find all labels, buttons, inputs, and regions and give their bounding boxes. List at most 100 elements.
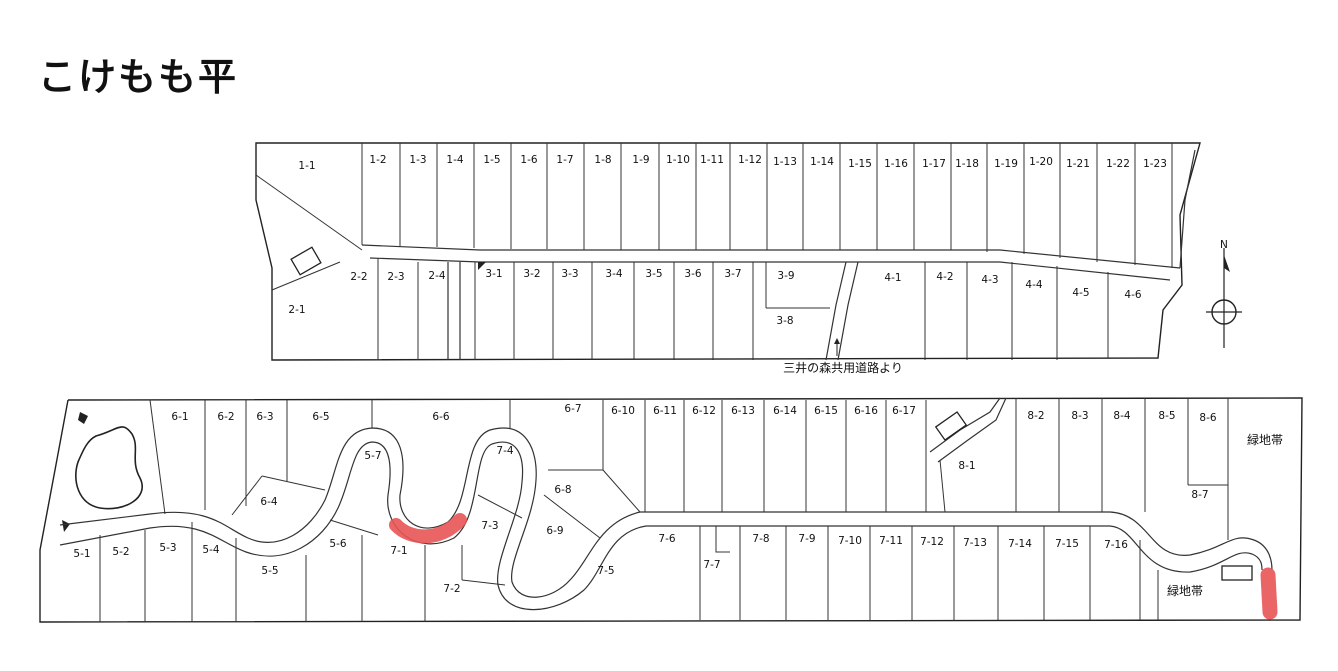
lot-label-2-3: 2-3: [387, 271, 404, 283]
lot-label-5-6: 5-6: [329, 538, 346, 550]
lot-label-4-5: 4-5: [1072, 287, 1089, 299]
lot-label-1-1: 1-1: [298, 160, 315, 172]
lot-label-4-1: 4-1: [884, 272, 901, 284]
lower-road: [59, 397, 1273, 611]
lot-label-1-6: 1-6: [520, 154, 537, 166]
lot-label-7-8: 7-8: [752, 533, 769, 545]
lot-label-7-1: 7-1: [390, 545, 407, 557]
north-label: N: [1220, 239, 1228, 251]
lower-block-outline: [39, 397, 1303, 623]
lot-label-3-6: 3-6: [684, 268, 701, 280]
upper-lot-lines: [255, 143, 1173, 360]
lot-label-3-2: 3-2: [523, 268, 540, 280]
lot-label-6-9: 6-9: [546, 525, 563, 537]
lot-label-6-6: 6-6: [432, 411, 449, 423]
highlighted-road-segments: [389, 513, 1278, 620]
lot-label-6-17: 6-17: [892, 405, 916, 417]
lot-label-7-4: 7-4: [496, 445, 513, 457]
map-label-0: 三井の森共用道路より: [783, 360, 903, 375]
compass: [1206, 248, 1242, 348]
lot-label-8-7: 8-7: [1191, 489, 1208, 501]
lot-label-1-16: 1-16: [884, 158, 908, 170]
lot-label-7-2: 7-2: [443, 583, 460, 595]
map-title: こけもも平: [38, 55, 239, 99]
lot-label-4-2: 4-2: [936, 271, 953, 283]
lot-label-7-6: 7-6: [658, 533, 675, 545]
lot-label-6-11: 6-11: [653, 405, 677, 417]
map-label-2: 緑地帯: [1167, 583, 1203, 598]
lot-label-7-14: 7-14: [1008, 538, 1032, 550]
upper-road: [361, 149, 1196, 361]
lot-label-1-11: 1-11: [700, 154, 724, 166]
lot-label-7-11: 7-11: [879, 535, 903, 547]
lot-label-1-4: 1-4: [446, 154, 463, 166]
lot-label-5-3: 5-3: [159, 542, 176, 554]
lot-label-1-20: 1-20: [1029, 156, 1053, 168]
lot-label-1-21: 1-21: [1066, 158, 1090, 170]
lower-structures: [934, 411, 1253, 581]
lot-label-1-14: 1-14: [810, 156, 834, 168]
lot-label-7-16: 7-16: [1104, 539, 1128, 551]
lot-label-7-12: 7-12: [920, 536, 944, 548]
upper-block-outline: [255, 142, 1201, 361]
lot-label-7-5: 7-5: [597, 565, 614, 577]
lot-label-2-4: 2-4: [428, 270, 445, 282]
lot-label-6-1: 6-1: [171, 411, 188, 423]
lot-label-3-3: 3-3: [561, 268, 578, 280]
lot-label-8-5: 8-5: [1158, 410, 1175, 422]
lot-label-5-2: 5-2: [112, 546, 129, 558]
lot-label-6-12: 6-12: [692, 405, 716, 417]
lot-label-5-1: 5-1: [73, 548, 90, 560]
lot-label-4-4: 4-4: [1025, 279, 1042, 291]
lot-label-3-9: 3-9: [777, 270, 794, 282]
highlight-mark-7-1: [389, 513, 467, 544]
lot-label-1-17: 1-17: [922, 158, 946, 170]
lot-label-3-1: 3-1: [485, 268, 502, 280]
lot-label-6-3: 6-3: [256, 411, 273, 423]
lot-label-4-6: 4-6: [1124, 289, 1141, 301]
lot-label-6-2: 6-2: [217, 411, 234, 423]
lot-label-5-4: 5-4: [202, 544, 219, 556]
lot-label-1-18: 1-18: [955, 158, 979, 170]
lot-label-6-15: 6-15: [814, 405, 838, 417]
lot-label-1-12: 1-12: [738, 154, 762, 166]
lower-lot-lines: [99, 398, 1229, 622]
lot-label-4-3: 4-3: [981, 274, 998, 286]
lot-label-1-8: 1-8: [594, 154, 611, 166]
lot-label-1-3: 1-3: [409, 154, 426, 166]
lot-label-8-1: 8-1: [958, 460, 975, 472]
lot-label-3-5: 3-5: [645, 268, 662, 280]
lot-label-3-8: 3-8: [776, 315, 793, 327]
highlight-mark-east-end: [1260, 567, 1278, 620]
lot-label-6-10: 6-10: [611, 405, 635, 417]
lot-label-2-1: 2-1: [288, 304, 305, 316]
lot-label-6-16: 6-16: [854, 405, 878, 417]
lot-label-1-22: 1-22: [1106, 158, 1130, 170]
lot-label-1-13: 1-13: [773, 156, 797, 168]
lot-label-6-5: 6-5: [312, 411, 329, 423]
lot-label-8-6: 8-6: [1199, 412, 1216, 424]
lot-label-6-4: 6-4: [260, 496, 277, 508]
lot-label-1-19: 1-19: [994, 158, 1018, 170]
lot-label-5-5: 5-5: [261, 565, 278, 577]
lot-label-1-23: 1-23: [1143, 158, 1167, 170]
upper-structures: [290, 246, 840, 356]
lot-label-7-10: 7-10: [838, 535, 862, 547]
lot-label-7-9: 7-9: [798, 533, 815, 545]
lot-label-2-2: 2-2: [350, 271, 367, 283]
lot-label-1-9: 1-9: [632, 154, 649, 166]
lot-label-6-14: 6-14: [773, 405, 797, 417]
lot-label-5-7: 5-7: [364, 450, 381, 462]
lot-label-3-4: 3-4: [605, 268, 622, 280]
lot-label-1-10: 1-10: [666, 154, 690, 166]
lot-label-7-7: 7-7: [703, 559, 720, 571]
lot-label-1-15: 1-15: [848, 158, 872, 170]
pond: [62, 412, 143, 532]
lot-label-3-7: 3-7: [724, 268, 741, 280]
lot-label-7-15: 7-15: [1055, 538, 1079, 550]
lot-label-8-3: 8-3: [1071, 410, 1088, 422]
lot-label-8-2: 8-2: [1027, 410, 1044, 422]
lot-label-1-5: 1-5: [483, 154, 500, 166]
